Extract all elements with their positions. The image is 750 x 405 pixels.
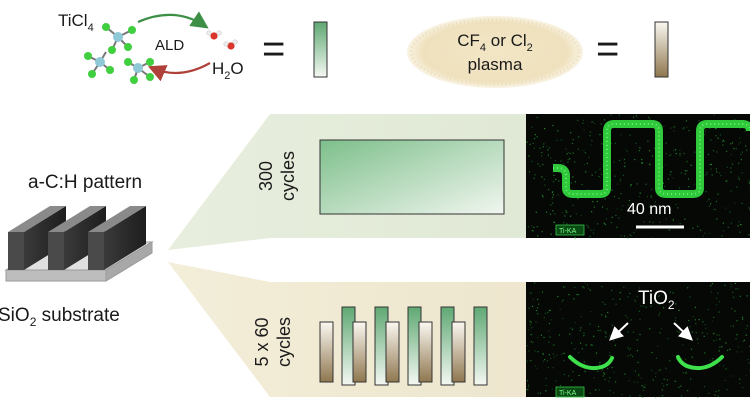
ticl4-molecule-icon	[84, 23, 154, 84]
ald-legend: TiCl4	[58, 11, 328, 84]
substrate-schematic	[4, 206, 154, 282]
tio2-right-deposit	[676, 355, 724, 371]
plasma-swatch	[654, 21, 669, 78]
plasma-equals-sign: =	[596, 27, 619, 71]
tio2-left-deposit	[568, 355, 614, 371]
top-element-tag	[555, 224, 585, 236]
bottom-cycles-word: cycles	[274, 317, 294, 367]
water-molecule-icon	[206, 30, 238, 50]
cycle-bars	[319, 306, 488, 386]
bottom-process-panel	[168, 262, 575, 397]
ald-step-bar	[473, 306, 488, 386]
plasma-step-bar	[319, 321, 334, 383]
tio2-label: TiO2	[638, 288, 675, 312]
ald-equals-sign: =	[262, 27, 285, 71]
plasma-step-bar	[418, 321, 433, 383]
bottom-micrograph: TiO2 Ti-KA	[526, 282, 750, 399]
ridge-3	[88, 206, 146, 270]
svg-text:Ti-KA: Ti-KA	[559, 390, 577, 397]
tio2-arrow-left	[609, 322, 629, 341]
ald-300-block	[319, 139, 505, 215]
bottom-cycles-number: 5 x 60	[252, 317, 272, 366]
top-cycles-word: cycles	[278, 151, 298, 201]
water-label: H2O	[212, 59, 244, 82]
ald-swatch	[313, 21, 328, 78]
plasma-cloud	[407, 16, 583, 88]
precursor-label: TiCl4	[58, 11, 94, 34]
plasma-gas-label: CF4 or Cl2	[457, 31, 533, 54]
ald-label: ALD	[155, 37, 184, 54]
ald-forward-arrow	[137, 11, 209, 29]
substrate-label: SiO2 substrate	[0, 305, 120, 329]
ridge-1	[8, 206, 66, 270]
bottom-element-tag	[555, 386, 585, 398]
top-cycles-number: 300	[256, 161, 276, 191]
ridge-2	[48, 206, 106, 270]
plasma-legend: CF4 or Cl2 plasma =	[407, 16, 669, 88]
top-micrograph: 40 nm Ti-KA	[526, 114, 750, 240]
ald-return-arrow	[147, 62, 211, 82]
tio2-arrow-right	[673, 322, 693, 341]
plasma-step-bar	[352, 321, 367, 383]
svg-text:Ti-KA: Ti-KA	[559, 228, 577, 235]
plasma-step-bar	[451, 321, 466, 383]
pattern-label: a-C:H pattern	[28, 172, 142, 193]
scale-bar-label: 40 nm	[627, 201, 671, 218]
plasma-word-label: plasma	[468, 55, 523, 74]
plasma-step-bar	[385, 321, 400, 383]
